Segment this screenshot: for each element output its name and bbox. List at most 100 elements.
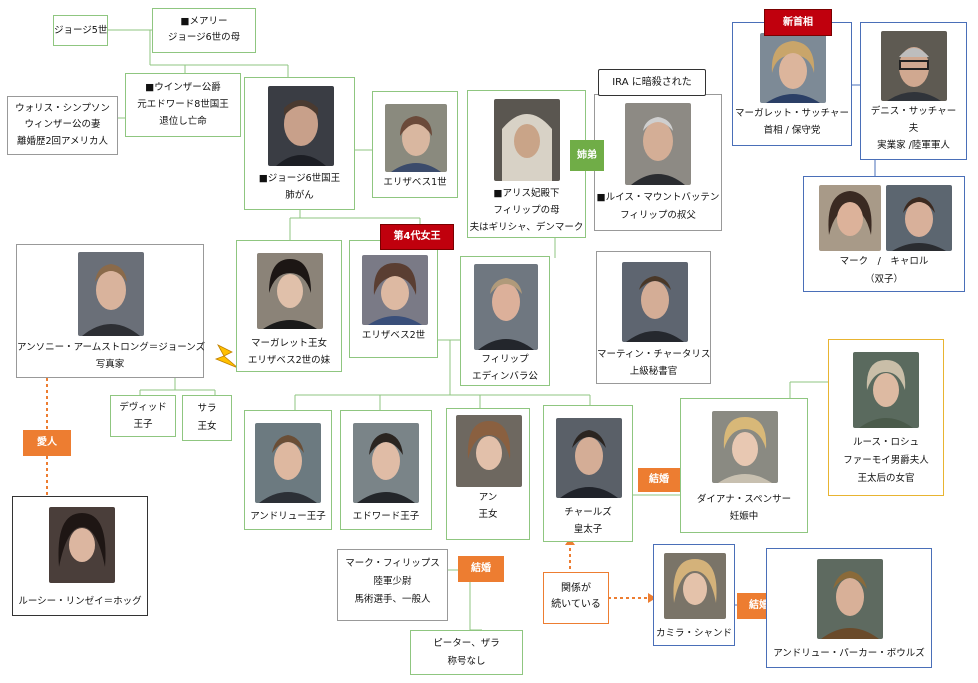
badge-text: 愛人 [37, 437, 57, 448]
person-david[interactable]: デヴィッド 王子 [110, 395, 176, 437]
person-note: （双子） [864, 274, 903, 285]
person-peter-zara[interactable]: ピーター、ザラ 称号なし [410, 630, 523, 675]
person-name: デヴィッド [119, 402, 167, 413]
person-louis[interactable]: ■ルイス・マウントバッテン フィリップの叔父 [594, 94, 722, 231]
person-name: ルース・ロシュ [852, 437, 920, 448]
callout-text: IRA に暗殺された [612, 77, 692, 88]
portrait-photo [556, 418, 622, 498]
person-alice[interactable]: ■アリス妃殿下 フィリップの母 夫はギリシャ、デンマーク [467, 90, 586, 238]
badge-text-line2: 続いている [551, 599, 601, 610]
person-name: ジョージ5世 [54, 25, 108, 36]
person-margaret[interactable]: マーガレット王女 エリザベス2世の妹 [236, 240, 342, 372]
portrait-photo [817, 559, 883, 639]
person-note: 首相 / 保守党 [763, 125, 821, 136]
person-note: 王女 [478, 509, 498, 520]
person-note: 王太后の女官 [857, 473, 915, 484]
person-diana[interactable]: ダイアナ・スペンサー 妊娠中 [680, 398, 808, 533]
person-note: ジョージ6世の母 [167, 32, 241, 43]
person-charteris[interactable]: マーティン・チャータリス 上級秘書官 [596, 251, 711, 384]
person-note: ファーモイ男爵夫人 [843, 455, 929, 466]
person-note: 退位し亡命 [159, 116, 207, 127]
person-anne[interactable]: アン 王女 [446, 408, 530, 540]
person-edward[interactable]: エドワード王子 [340, 410, 432, 530]
person-name: ■アリス妃殿下 [493, 188, 560, 199]
badge-text: 結婚 [471, 563, 491, 574]
person-elizabeth2[interactable]: エリザベス2世 [349, 240, 438, 358]
person-name: ■ジョージ6世国王 [258, 173, 341, 184]
badge-text: 結婚 [749, 600, 769, 611]
person-george6[interactable]: ■ジョージ6世国王 肺がん [244, 77, 355, 210]
badge-text-line1: 関係が [561, 583, 591, 594]
person-name: フィリップ [481, 354, 529, 365]
badge-queen4: 第4代女王 [380, 224, 454, 250]
person-name: ■ウインザー公爵 [145, 82, 221, 93]
person-philip[interactable]: フィリップ エディンバラ公 [460, 256, 550, 386]
portrait-photo [760, 33, 826, 103]
person-note: 王子 [133, 419, 153, 430]
person-note: 写真家 [95, 359, 125, 370]
person-note: 上級秘書官 [629, 366, 678, 377]
person-windsor[interactable]: ■ウインザー公爵 元エドワード8世国王 退位し亡命 [125, 73, 241, 137]
person-wallis[interactable]: ウォリス・シンプソン ウィンザー公の妻 離婚歴2回アメリカ人 [7, 96, 118, 155]
portrait-photo [664, 553, 726, 619]
portrait-photo [474, 264, 538, 350]
badge-ongoing-relationship: 関係が 続いている [543, 572, 609, 624]
person-name: エリザベス2世 [361, 330, 426, 341]
portrait-photo [712, 411, 778, 483]
badge-new-pm: 新首相 [764, 9, 832, 36]
person-name: ■メアリー [180, 16, 228, 27]
person-bowles[interactable]: アンドリュー・パーカー・ボウルズ [766, 548, 932, 668]
person-note: 皇太子 [573, 524, 603, 535]
person-name: サラ [197, 403, 217, 414]
person-name: アンドリュー王子 [250, 511, 326, 522]
person-twins[interactable]: マーク / キャロル （双子） [803, 176, 965, 292]
person-name: ルーシー・リンゼイ＝ホッグ [18, 596, 142, 607]
person-note: 称号なし [447, 656, 486, 667]
person-ruth[interactable]: ルース・ロシュ ファーモイ男爵夫人 王太后の女官 [828, 339, 944, 496]
callout-ira: IRA に暗殺された [598, 69, 706, 96]
person-armstrong[interactable]: アンソニー・アームストロング＝ジョーンズ 写真家 [16, 244, 206, 378]
lightning-icon [214, 344, 239, 369]
portrait-photo [385, 104, 447, 172]
portrait-photo [353, 423, 419, 503]
portrait-photo [362, 255, 428, 325]
person-name: アンドリュー・パーカー・ボウルズ [773, 648, 925, 659]
person-sarah[interactable]: サラ 王女 [182, 395, 232, 441]
portrait-photo [78, 252, 144, 336]
portrait-photo [456, 415, 522, 487]
person-george5[interactable]: ジョージ5世 [53, 15, 108, 46]
person-name: ウォリス・シンプソン [15, 103, 110, 114]
person-note: 陸軍少尉 [373, 576, 412, 587]
portrait-photo [881, 31, 947, 101]
person-camilla[interactable]: カミラ・シャンド [653, 544, 735, 646]
person-andrew[interactable]: アンドリュー王子 [244, 410, 332, 530]
person-name: エリザベス1世 [383, 177, 447, 188]
person-name: アン [478, 492, 498, 503]
person-margaret-thatcher[interactable]: マーガレット・サッチャー 首相 / 保守党 [732, 22, 852, 146]
person-charles[interactable]: チャールズ 皇太子 [543, 405, 633, 542]
portrait-photo [494, 99, 560, 181]
portrait-photo [257, 253, 323, 329]
person-name: デニス・サッチャー [870, 106, 957, 117]
person-denis[interactable]: デニス・サッチャー 夫 実業家 /陸軍軍人 [860, 22, 967, 160]
portrait-photo [622, 262, 688, 342]
person-name: マーガレット王女 [250, 338, 327, 349]
person-name: アンソニー・アームストロング＝ジョーンズ [17, 342, 206, 353]
person-mary[interactable]: ■メアリー ジョージ6世の母 [152, 8, 256, 53]
person-name: ダイアナ・スペンサー [696, 494, 792, 505]
person-note: 妊娠中 [729, 511, 759, 522]
person-mark-phillips[interactable]: マーク・フィリップス 陸軍少尉 馬術選手、一般人 [337, 549, 448, 621]
person-note: 実業家 /陸軍軍人 [877, 140, 950, 151]
badge-lover: 愛人 [23, 430, 71, 456]
badge-text: 第4代女王 [393, 231, 441, 242]
person-name: マーク / キャロル [839, 256, 929, 267]
person-name: ピーター、ザラ [433, 638, 500, 649]
portrait-photo-carol [819, 185, 881, 251]
badge-siblings: 姉弟 [570, 140, 604, 171]
person-note: フィリップの母 [493, 205, 560, 216]
person-name: マーティン・チャータリス [597, 349, 711, 360]
person-lucy[interactable]: ルーシー・リンゼイ＝ホッグ [12, 496, 148, 616]
person-elizabeth1[interactable]: エリザベス1世 [372, 91, 458, 198]
person-note: 夫 [908, 123, 919, 134]
portrait-photo-mark [886, 185, 952, 251]
